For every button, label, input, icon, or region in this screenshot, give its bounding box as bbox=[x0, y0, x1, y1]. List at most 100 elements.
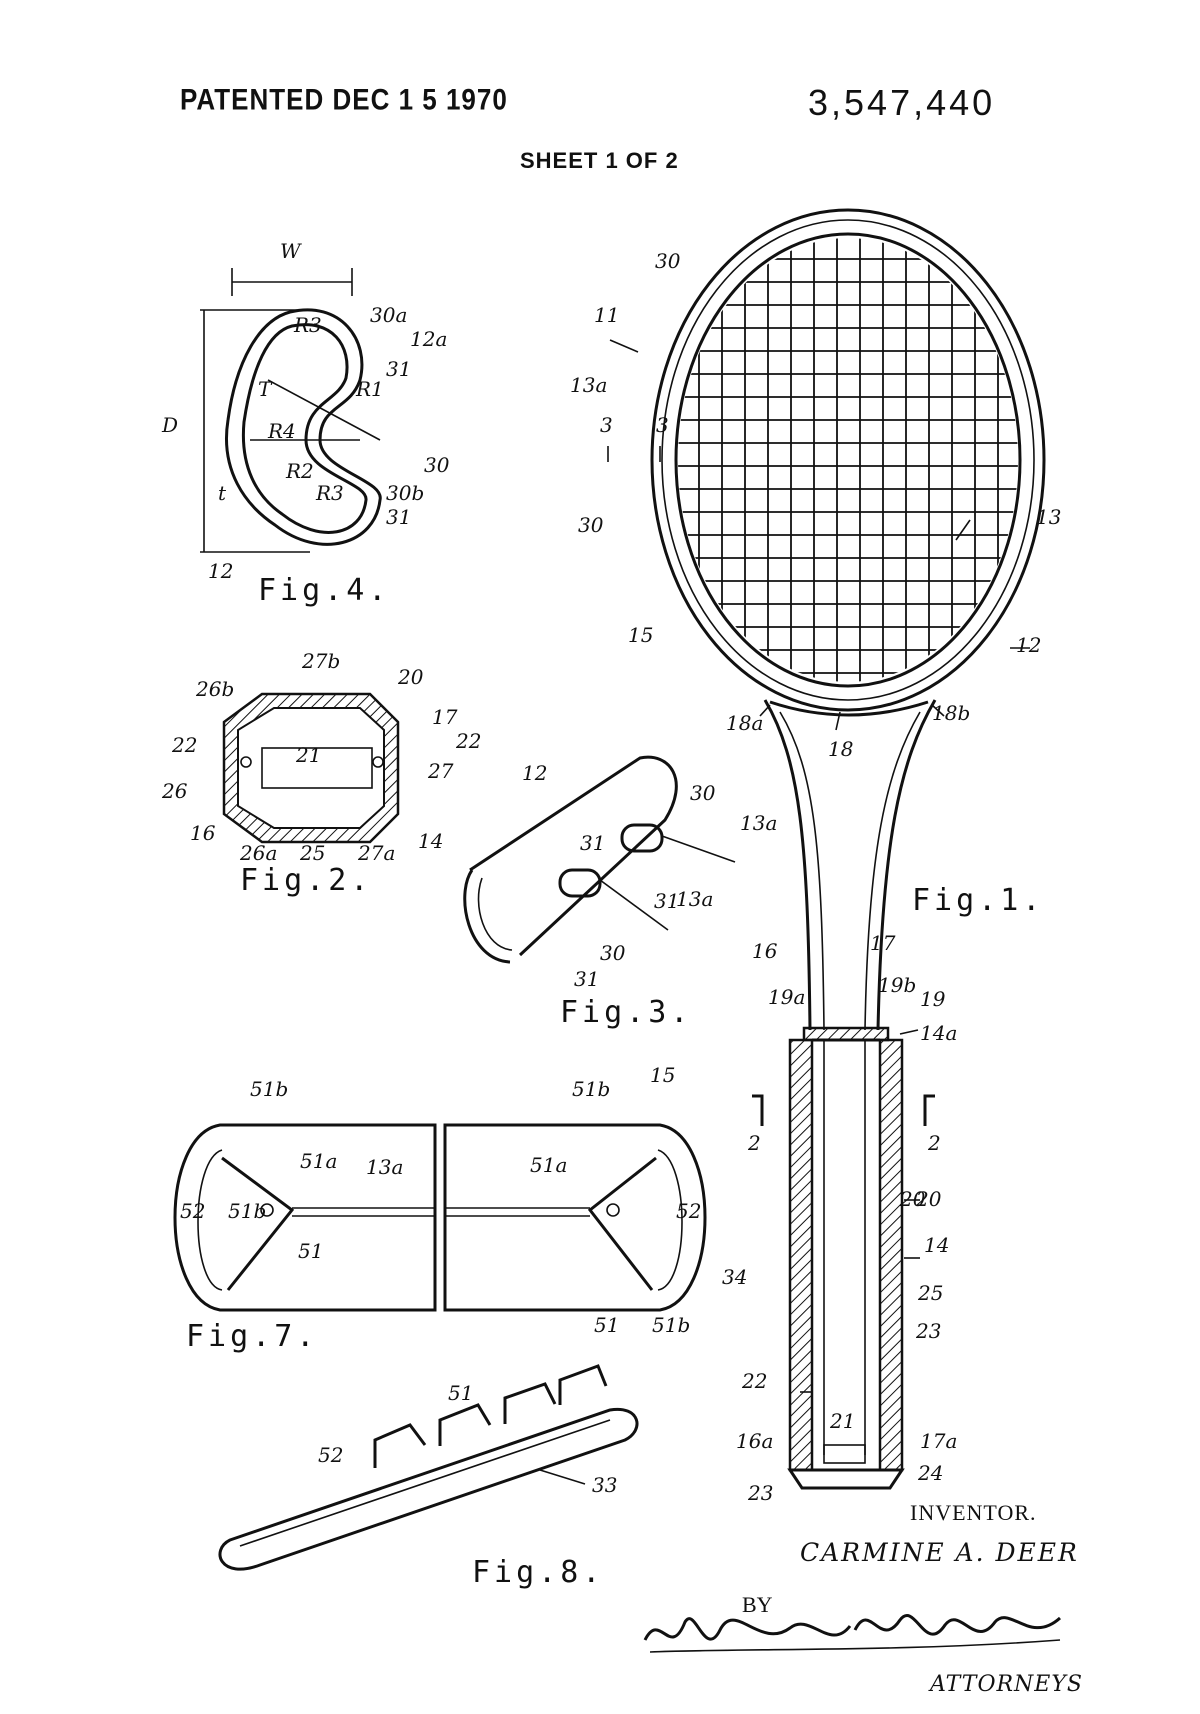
fig1-ref-numeral: 14a bbox=[920, 1021, 957, 1045]
fig4-ref-numeral: D bbox=[161, 413, 178, 437]
fig4-ref-numeral: R3 bbox=[293, 313, 322, 337]
fig2-ref-numeral: 27a bbox=[357, 841, 395, 865]
fig4-ref-numeral: 31 bbox=[386, 505, 411, 529]
fig3-ref-numeral: 13a bbox=[740, 811, 777, 835]
fig3-ref-numeral: 30 bbox=[600, 941, 626, 965]
fig1-ref-numeral: 18b bbox=[932, 701, 970, 725]
fig4-ref-numeral: R2 bbox=[285, 459, 314, 483]
fig4-ref-numeral: R4 bbox=[267, 419, 296, 443]
fig2-ref-numeral: 14 bbox=[418, 829, 443, 853]
fig1-ref-numeral: 14 bbox=[924, 1233, 949, 1257]
patent-number: 3,547,440 bbox=[808, 82, 996, 123]
fig1-ref-numeral: 17a bbox=[920, 1429, 957, 1453]
fig3-ref-numeral: 30 bbox=[690, 781, 716, 805]
fig8-ref-numeral: 52 bbox=[318, 1443, 343, 1467]
fig7-ref-numeral: 51 bbox=[594, 1313, 619, 1337]
fig2-ref-numeral: 20 bbox=[397, 665, 424, 689]
fig2-ref-numeral: 27 bbox=[427, 759, 454, 783]
fig2-handle-section-drawing bbox=[222, 692, 400, 844]
fig2-ref-numeral: 26a bbox=[239, 841, 277, 865]
fig4-ref-numeral: 30 bbox=[424, 453, 450, 477]
fig1-ref-numeral: 13 bbox=[1036, 505, 1061, 529]
fig1-ref-numeral: 25 bbox=[917, 1281, 943, 1305]
fig4-ref-numeral: 12 bbox=[208, 559, 233, 583]
fig1-ref-numeral: 15 bbox=[628, 623, 653, 647]
fig7-ref-numeral: 34 bbox=[722, 1265, 747, 1289]
fig1-ref-numeral: 21 bbox=[829, 1409, 855, 1433]
fig8-insert-strip-drawing bbox=[218, 1364, 639, 1571]
fig1-ref-numeral: 20 bbox=[915, 1187, 942, 1211]
fig2-ref-numeral: 26 bbox=[161, 779, 188, 803]
patented-date: PATENTED DEC 1 5 1970 bbox=[180, 82, 508, 117]
fig4-ref-numeral: R1 bbox=[355, 377, 384, 401]
fig7-ref-numeral: 51b bbox=[228, 1199, 266, 1223]
inventor-name: CARMINE A. DEER bbox=[800, 1538, 1079, 1567]
fig8-ref-numeral: 51 bbox=[448, 1381, 473, 1405]
fig1-ref-numeral: 23 bbox=[915, 1319, 941, 1343]
fig1-ref-numeral: 18a bbox=[726, 711, 763, 735]
fig7-ref-numeral: 51a bbox=[530, 1153, 567, 1177]
fig4-ref-numeral: 30b bbox=[386, 481, 424, 505]
fig7-ref-numeral: 51 bbox=[298, 1239, 323, 1263]
fig2-ref-numeral: 22 bbox=[455, 729, 481, 753]
fig2-ref-numeral: 17 bbox=[432, 705, 458, 729]
fig1-ref-numeral: 19a bbox=[768, 985, 805, 1009]
fig2-ref-numeral: 27b bbox=[301, 649, 340, 673]
fig1-ref-numeral: 16a bbox=[736, 1429, 773, 1453]
fig4-ref-numeral: R3 bbox=[315, 481, 344, 505]
fig1-ref-numeral: 22 bbox=[741, 1369, 767, 1393]
fig2-ref-numeral: 21 bbox=[295, 743, 321, 767]
fig3-ref-numeral: 31 bbox=[574, 967, 599, 991]
fig1-ref-numeral: 3 bbox=[656, 413, 669, 437]
fig1-ref-numeral: 30 bbox=[655, 249, 681, 273]
fig7-ref-numeral: 20 bbox=[899, 1187, 926, 1211]
fig2-ref-numeral: 26b bbox=[195, 677, 234, 701]
fig4-cross-section-drawing bbox=[200, 268, 382, 553]
fig4-ref-numeral: t bbox=[218, 481, 227, 505]
fig8-caption: Fig.8. bbox=[472, 1555, 604, 1590]
fig1-caption: Fig.1. bbox=[912, 883, 1044, 918]
fig7-ref-numeral: 51b bbox=[250, 1077, 288, 1101]
fig1-ref-numeral: 19b bbox=[878, 973, 916, 997]
by-label: BY bbox=[742, 1592, 773, 1617]
fig1-ref-numeral: 16 bbox=[752, 939, 778, 963]
fig1-ref-numeral: 18 bbox=[828, 737, 853, 761]
fig1-ref-numeral: 17 bbox=[870, 931, 896, 955]
attorney-signature bbox=[643, 1614, 1062, 1653]
fig2-ref-numeral: 22 bbox=[171, 733, 197, 757]
fig1-ref-numeral: 23 bbox=[747, 1481, 773, 1505]
sheet-number: SHEET 1 OF 2 bbox=[520, 148, 679, 173]
fig1-ref-numeral: 2 bbox=[747, 1131, 761, 1155]
fig2-ref-numeral: 16 bbox=[190, 821, 216, 845]
fig1-ref-numeral: 3 bbox=[600, 413, 613, 437]
fig4-ref-numeral: T bbox=[258, 377, 273, 401]
fig2-ref-numeral: 25 bbox=[299, 841, 325, 865]
fig3-ref-numeral: 13a bbox=[676, 887, 713, 911]
fig4-ref-numeral: 30a bbox=[370, 303, 407, 327]
fig3-ref-numeral: 12 bbox=[522, 761, 547, 785]
fig8-ref-numeral: 33 bbox=[592, 1473, 617, 1497]
fig1-ref-numeral: 2 bbox=[927, 1131, 941, 1155]
fig7-ref-numeral: 51b bbox=[572, 1077, 610, 1101]
fig7-frame-end-drawing bbox=[173, 1123, 707, 1312]
fig7-ref-numeral: 51a bbox=[300, 1149, 337, 1173]
fig1-ref-numeral: 30 bbox=[578, 513, 604, 537]
fig1-racket-drawing bbox=[607, 208, 1046, 1490]
fig4-caption: Fig.4. bbox=[258, 573, 390, 608]
fig7-caption: Fig.7. bbox=[186, 1319, 318, 1354]
fig3-ref-numeral: 31 bbox=[580, 831, 605, 855]
fig7-ref-numeral: 13a bbox=[366, 1155, 403, 1179]
fig1-ref-numeral: 13a bbox=[570, 373, 607, 397]
string-grid bbox=[678, 238, 1018, 682]
fig7-ref-numeral: 52 bbox=[180, 1199, 205, 1223]
fig7-ref-numeral: 15 bbox=[650, 1063, 675, 1087]
fig3-frame-segment-drawing bbox=[463, 755, 736, 964]
fig1-ref-numeral: 11 bbox=[594, 303, 619, 327]
fig1-ref-numeral: 24 bbox=[917, 1461, 943, 1485]
fig4-ref-numeral: 12a bbox=[410, 327, 447, 351]
fig3-caption: Fig.3. bbox=[560, 995, 692, 1030]
attorneys-caption: ATTORNEYS bbox=[930, 1672, 1083, 1697]
fig2-caption: Fig.2. bbox=[240, 863, 372, 898]
